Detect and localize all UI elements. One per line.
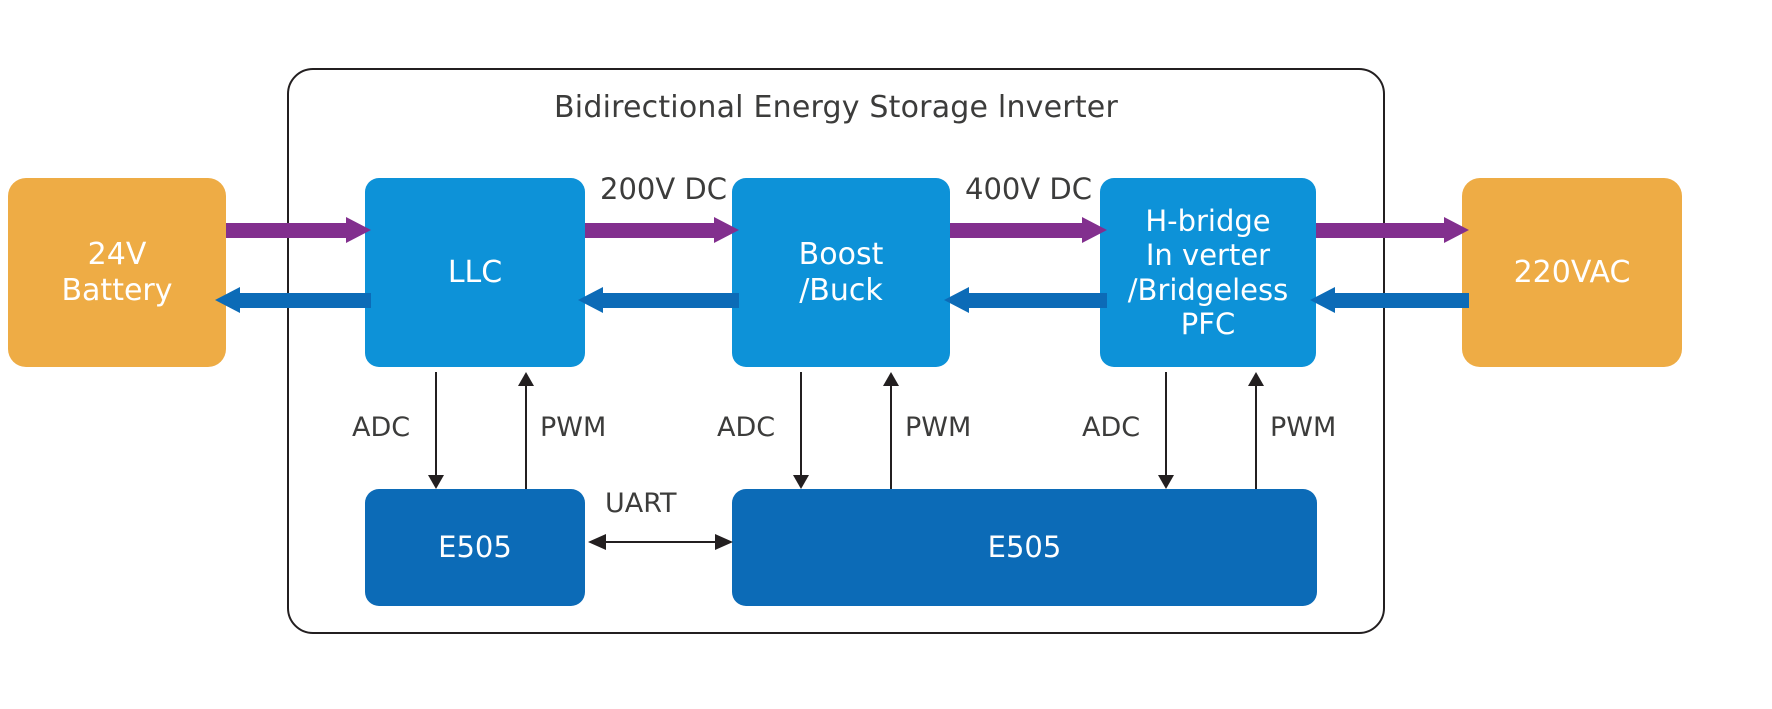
- block-e505-right[interactable]: E505: [732, 489, 1317, 606]
- arrow-pwm-controller-to-hbridge: [1245, 372, 1267, 489]
- arrow-shaft: [603, 293, 739, 308]
- arrow-hbridge-to-boost: [944, 287, 1107, 313]
- arrow-head-left: [588, 534, 606, 550]
- arrow-stem: [435, 372, 437, 476]
- label-pwm-llc: PWM: [540, 412, 607, 443]
- arrow-shaft: [240, 293, 371, 308]
- arrow-stem: [1165, 372, 1167, 476]
- arrow-shaft: [605, 541, 716, 543]
- arrow-boost-to-llc: [578, 287, 739, 313]
- label-adc-hbridge: ADC: [1082, 412, 1141, 443]
- arrow-ac-to-hbridge: [1310, 287, 1469, 313]
- arrow-adc-boost-to-controller: [790, 372, 812, 489]
- arrow-head: [714, 217, 739, 243]
- arrow-head: [1310, 287, 1335, 313]
- arrow-shaft: [950, 223, 1082, 238]
- block-24v-battery[interactable]: 24V Battery: [8, 178, 226, 367]
- label-pwm-hbridge: PWM: [1270, 412, 1337, 443]
- arrow-head: [944, 287, 969, 313]
- arrow-head: [518, 372, 534, 386]
- arrow-shaft: [1316, 223, 1444, 238]
- block-hbridge-inverter-bridgeless-pfc[interactable]: H-bridge In verter /Bridgeless PFC: [1100, 178, 1316, 367]
- arrow-uart-bidirectional: [588, 531, 733, 553]
- arrow-head: [1082, 217, 1107, 243]
- label-200v-dc-bus: 200V DC: [600, 172, 727, 206]
- block-220vac[interactable]: 220VAC: [1462, 178, 1682, 367]
- diagram-title: Bidirectional Energy Storage lnverter: [554, 90, 1118, 125]
- label-uart: UART: [605, 488, 677, 519]
- arrow-stem: [800, 372, 802, 476]
- block-e505-left[interactable]: E505: [365, 489, 585, 606]
- arrow-shaft: [585, 223, 714, 238]
- arrow-shaft: [969, 293, 1107, 308]
- arrow-head: [346, 217, 371, 243]
- arrow-head: [1444, 217, 1469, 243]
- arrow-battery-to-llc: [226, 217, 371, 243]
- arrow-head: [578, 287, 603, 313]
- arrow-shaft: [226, 223, 346, 238]
- arrow-pwm-controller-to-llc: [515, 372, 537, 489]
- label-adc-boost: ADC: [717, 412, 776, 443]
- block-boost-buck[interactable]: Boost /Buck: [732, 178, 950, 367]
- block-llc[interactable]: LLC: [365, 178, 585, 367]
- inverter-enclosure-outline: [287, 68, 1385, 634]
- arrow-adc-hbridge-to-controller: [1155, 372, 1177, 489]
- arrow-head: [883, 372, 899, 386]
- arrow-head-right: [715, 534, 733, 550]
- arrow-stem: [890, 385, 892, 489]
- arrow-pwm-controller-to-boost: [880, 372, 902, 489]
- arrow-head: [428, 475, 444, 489]
- label-400v-dc-bus: 400V DC: [965, 172, 1092, 206]
- arrow-stem: [525, 385, 527, 489]
- label-adc-llc: ADC: [352, 412, 411, 443]
- arrow-head: [215, 287, 240, 313]
- arrow-shaft: [1335, 293, 1469, 308]
- arrow-adc-llc-to-controller: [425, 372, 447, 489]
- arrow-llc-to-boost: [585, 217, 739, 243]
- arrow-head: [1248, 372, 1264, 386]
- arrow-head: [793, 475, 809, 489]
- arrow-boost-to-hbridge: [950, 217, 1107, 243]
- arrow-head: [1158, 475, 1174, 489]
- arrow-hbridge-to-ac: [1316, 217, 1469, 243]
- arrow-llc-to-battery: [215, 287, 371, 313]
- label-pwm-boost: PWM: [905, 412, 972, 443]
- arrow-stem: [1255, 385, 1257, 489]
